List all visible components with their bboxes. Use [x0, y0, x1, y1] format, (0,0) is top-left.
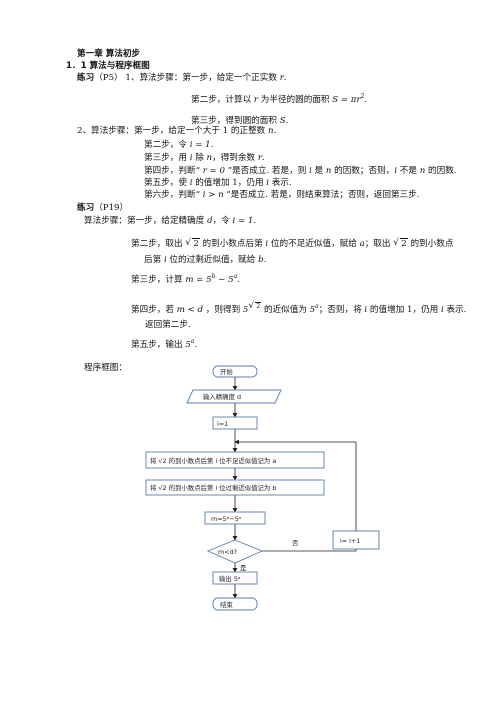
- ex1-q2-step3: 第三步，用 i 除 n，得到余数 r.: [144, 153, 265, 163]
- section-title: 1．1 算法与程序框图: [66, 61, 150, 71]
- ex2-step2-line2: 后第 i 位的过剩近似值，赋给 b.: [144, 255, 267, 265]
- flow-step-a-box: [145, 451, 325, 469]
- flow-no-label: 否: [292, 539, 299, 547]
- flow-step-b-box: [145, 479, 325, 496]
- ex1-q2-step1: 2、算法步骤：第一步，给定一个大于 1 的正整数 n.: [77, 126, 277, 136]
- ex2-step1: 算法步骤：第一步，给定精确度 d，令 i = 1.: [84, 216, 257, 226]
- flow-input-text: 输入精确度 d: [203, 392, 241, 401]
- ex1-q2-step2: 第二步，令 i = 1.: [144, 140, 214, 150]
- ex1-q1-step3: 第三步，得到圆的面积 S.: [191, 116, 289, 126]
- chapter-title: 第一章 算法初步: [77, 49, 141, 59]
- flowchart-label: 程序框图：: [84, 363, 127, 373]
- arrow-cond-no: [262, 549, 357, 552]
- flow-input-box: [186, 389, 282, 404]
- ex2-step3: 第三步，计算 m = 5b − 5a.: [131, 273, 240, 285]
- flow-compute-box: [204, 511, 266, 525]
- flow-cond-text: m<d?: [218, 548, 237, 556]
- flow-inc-text: i= i+1: [340, 537, 360, 545]
- flow-start-text: 开始: [220, 367, 233, 376]
- flow-output-text: 输出 5ᵃ: [219, 574, 241, 583]
- flow-cond-diamond: [206, 539, 264, 564]
- flow-yes-label: 是: [240, 564, 247, 572]
- flow-step-a-text: 将 √2 的到小数点后第 i 位不足近似值记为 a: [150, 456, 276, 465]
- flow-output-box: [212, 571, 258, 585]
- flow-end-box: [212, 597, 258, 611]
- ex2-step5: 第五步，输出 5a.: [131, 338, 198, 350]
- ex1-q1-step2: 第二步，计算以 r 为半径的圆的面积 S = πr2.: [191, 93, 368, 105]
- flow-step-b-text: 将 √2 的到小数点后第 i 位过剩近似值记为 b: [150, 483, 276, 492]
- flow-end-text: 结束: [220, 600, 233, 609]
- ex1-q2-step6: 第六步，判断“ i > n ”是否成立. 若是，则结束算法；否则，返回第三步.: [144, 190, 420, 200]
- ex2-step4-line2: 返回第二步.: [145, 320, 191, 330]
- ex2-step2: 第二步，取出 2 的到小数点后第 i 位的不足近似值，赋给 a；取出 2 的到小…: [131, 238, 453, 250]
- ex1-q2-step4: 第四步，判断“ r = 0 ”是否成立. 若是，则 i 是 n 的因数；否则，i…: [144, 166, 457, 176]
- ex2-heading: 练习（P19）: [77, 203, 129, 213]
- ex1-q2-step5: 第五步，使 i 的值增加 1，仍用 i 表示.: [144, 178, 292, 188]
- flow-inc-box: [332, 530, 380, 550]
- ex1-q1-step1: 练习（P5） 1、算法步骤：第一步，给定一个正实数 r.: [77, 73, 287, 83]
- flow-init-text: i=1: [217, 420, 228, 428]
- flow-compute-text: m=5ᵇ−5ᵃ: [211, 515, 242, 523]
- flow-init-box: [212, 416, 258, 430]
- flow-start-box: [212, 365, 258, 378]
